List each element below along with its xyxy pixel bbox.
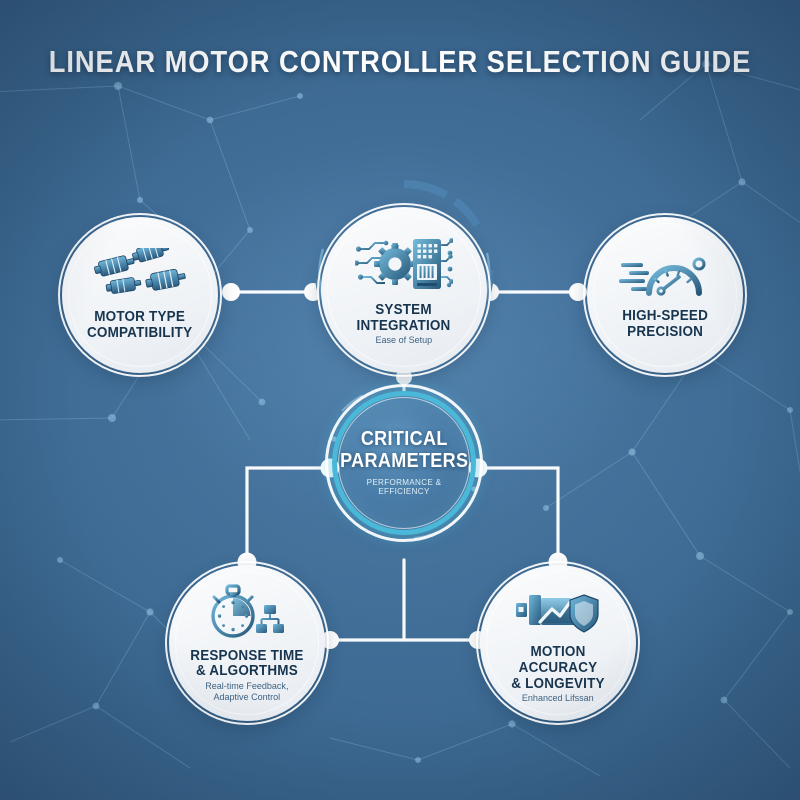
- node-system-integration[interactable]: SYSTEM INTEGRATION Ease of Setup: [321, 207, 487, 373]
- node-label: CRITICAL PARAMETERS: [339, 428, 469, 472]
- electric-motors-icon: [94, 242, 186, 307]
- speedometer-gauge-icon: [619, 249, 713, 306]
- growth-chart-shield-icon: [514, 581, 602, 642]
- connector-center-to-motion: [476, 466, 560, 564]
- node-label: RESPONSE TIME & ALGORTHMS: [190, 647, 304, 680]
- gear-microchip-icon: [353, 233, 454, 300]
- node-label: SYSTEM INTEGRATION: [357, 302, 451, 334]
- node-label: MOTOR TYPE COMPATIBILITY: [87, 309, 193, 341]
- node-subtitle: PERFORMANCE & EFFICIENCY: [366, 476, 442, 497]
- node-motion-accuracy-longevity[interactable]: MOTION ACCURACY & LONGEVITY Enhanced Lif…: [480, 565, 636, 721]
- page-title: LINEAR MOTOR CONTROLLER SELECTION GUIDE: [48, 44, 752, 79]
- node-subtitle: Enhanced Lifssan: [522, 693, 594, 705]
- node-label: MOTION ACCURACY & LONGEVITY: [511, 644, 605, 692]
- node-response-time-algorithms[interactable]: RESPONSE TIME & ALGORTHMS Real-time Feed…: [169, 565, 325, 721]
- node-subtitle: Real-time Feedback, Adaptive Control: [205, 681, 289, 703]
- node-high-speed-precision[interactable]: HIGH-SPEED PRECISION: [587, 217, 743, 373]
- node-subtitle: Ease of Setup: [375, 335, 433, 347]
- node-critical-parameters[interactable]: CRITICAL PARAMETERS PERFORMANCE & EFFICI…: [340, 399, 468, 527]
- stopwatch-flowchart-icon: [204, 583, 290, 646]
- node-motor-type-compatibility[interactable]: MOTOR TYPE COMPATIBILITY: [62, 217, 218, 373]
- node-label: HIGH-SPEED PRECISION: [622, 308, 708, 340]
